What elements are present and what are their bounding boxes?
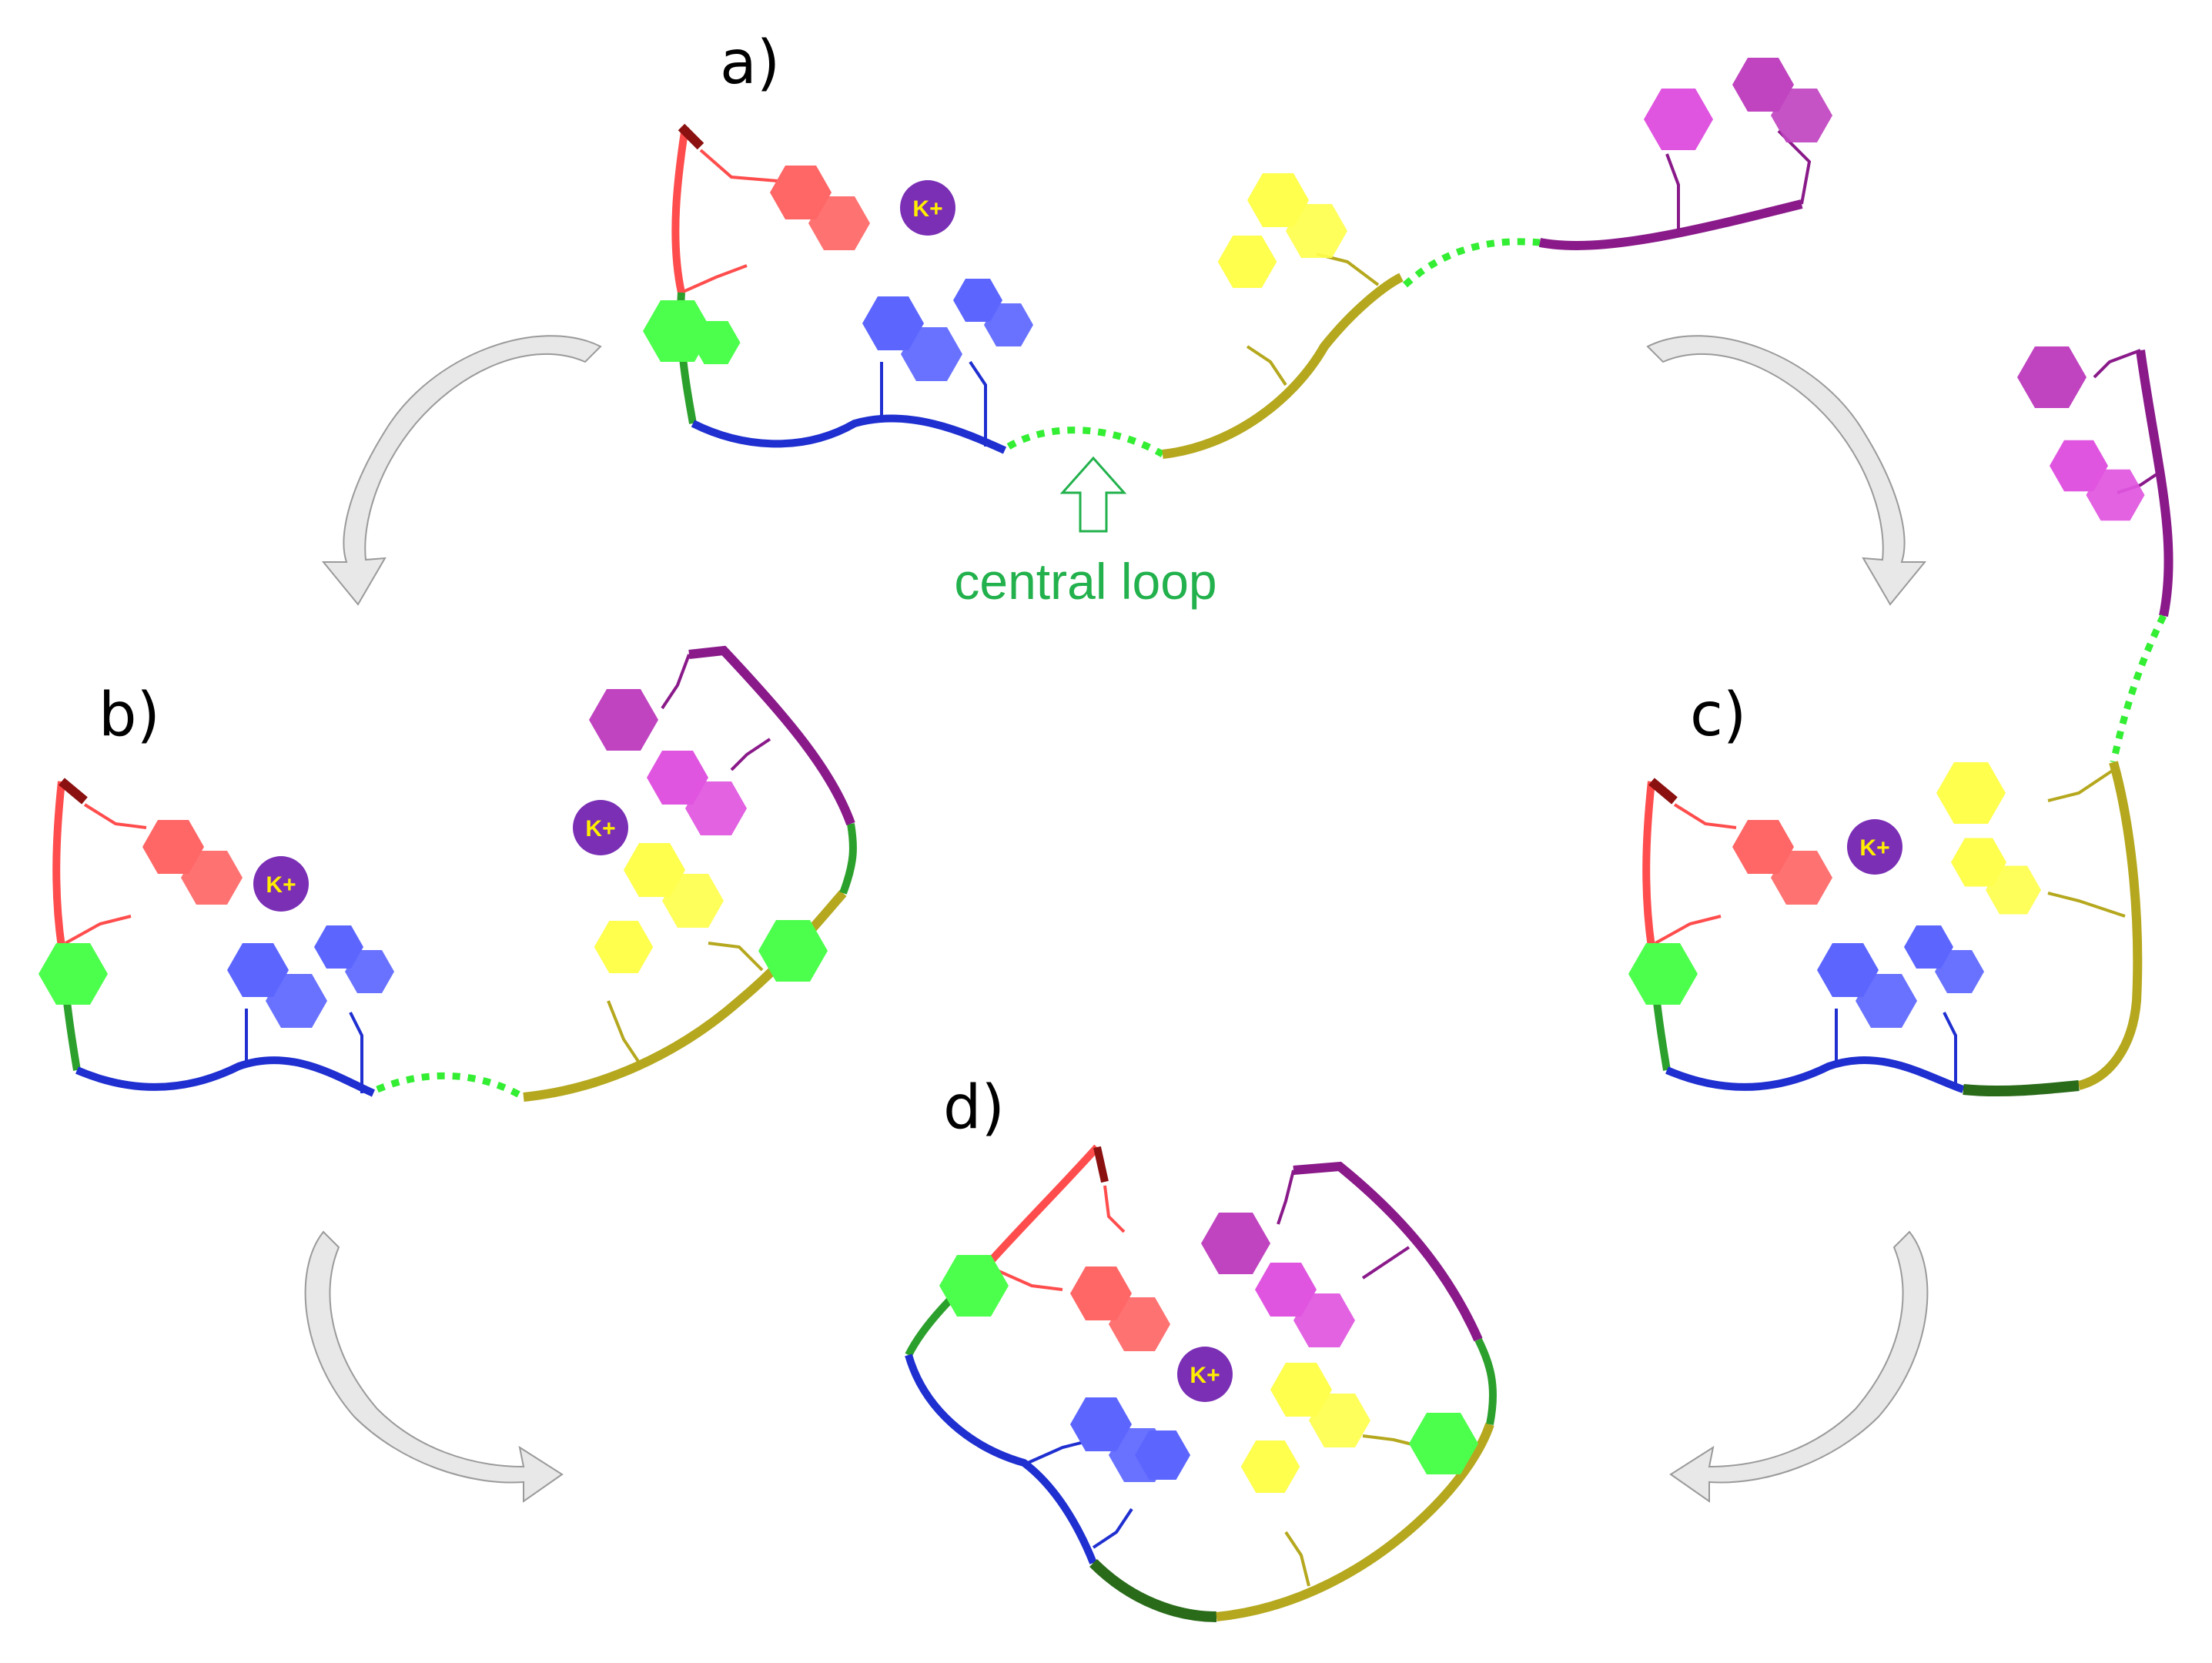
arrow-c-to-d: [1669, 1230, 1929, 1503]
panel-c-ion-label: K+: [1859, 835, 1889, 861]
panel-c-potassium-ion: K+: [1847, 819, 1902, 875]
panel-d-green-base: [939, 1255, 1009, 1317]
panel-b-label: b): [99, 681, 160, 750]
panel-b-ion-label-2: K+: [585, 816, 615, 842]
panel-c-green-base: [1628, 943, 1698, 1005]
panel-c-green-backbone-2: [1963, 1080, 2080, 1097]
panel-a-purple-backbone: [1538, 199, 1803, 250]
panel-b-red-bases: [142, 820, 243, 905]
panel-b-green-base: [38, 943, 108, 1005]
panel-c-blue-backbone: [1665, 1056, 1965, 1093]
panel-d-label: d): [943, 1073, 1005, 1143]
arrow-a-to-b: [321, 335, 602, 606]
up-arrow-icon: [1059, 456, 1127, 533]
panel-a-blue-bases: [862, 296, 962, 381]
panel-b-potassium-ion-1: K+: [253, 856, 309, 912]
panel-a-magenta-bases: [1644, 89, 1713, 150]
arrow-b-to-d: [304, 1230, 564, 1503]
panel-d-green-backbone-2: [1089, 1559, 1217, 1622]
panel-b-green-backbone-2: [839, 823, 857, 895]
panel-b-ion-label-1: K+: [266, 872, 296, 898]
panel-a-label: a): [720, 28, 780, 98]
panel-d: d) K+: [905, 1073, 1498, 1622]
panel-a-central-loop: [1006, 427, 1165, 457]
panel-d-yellow-backbone: [1216, 1423, 1494, 1621]
panel-c-purple-backbone: [2136, 350, 2174, 617]
panel-b-yellow-bases: [624, 843, 724, 928]
panel-c-blue-bases: [1817, 943, 1917, 1028]
central-loop-annotation: central loop: [954, 456, 1217, 610]
panel-c-yellow-backbone: [2077, 761, 2143, 1090]
panel-a-red-backbone: [671, 126, 689, 294]
arrow-a-to-c: [1646, 335, 1927, 606]
panel-d-green-backbone-3: [1474, 1337, 1498, 1425]
panel-c-yellow-bases: [1936, 762, 2006, 824]
panel-b-potassium-ion-2: K+: [573, 800, 628, 855]
panel-c-magenta-bases: [2017, 346, 2087, 408]
panel-c-red-backbone: [1642, 781, 1655, 948]
panel-b-magenta-bases: [589, 689, 658, 751]
panel-a-ion-label: K+: [912, 196, 942, 222]
panel-d-red-bases: [1070, 1266, 1170, 1351]
panel-d-ion-label: K+: [1190, 1363, 1220, 1388]
panel-c-purple-link: [2110, 614, 2167, 763]
panel-a-purple-link: [1402, 238, 1541, 288]
panel-b-central-loop: [376, 1072, 526, 1100]
panel-d-blue-backbone: [905, 1353, 1097, 1564]
panel-a-yellow-backbone: [1162, 273, 1404, 459]
panel-a-blue-backbone: [691, 414, 1007, 454]
panel-b-purple-backbone: [688, 645, 855, 826]
panel-d-magenta-bases: [1201, 1213, 1270, 1274]
panel-c: c) K+: [1628, 346, 2174, 1097]
panel-b-blue-backbone: [75, 1056, 376, 1097]
panel-d-potassium-ion: K+: [1177, 1347, 1233, 1402]
panel-d-yellow-bases: [1270, 1363, 1370, 1447]
panel-c-label: c): [1690, 681, 1746, 750]
panel-a-potassium-ion: K+: [900, 180, 955, 236]
central-loop-label: central loop: [954, 553, 1216, 610]
panel-b-blue-bases: [227, 943, 327, 1028]
panel-a: a) K+: [643, 28, 1832, 610]
panel-a-red-bases: [770, 166, 870, 250]
panel-b: b) K+ K+: [38, 645, 857, 1102]
panel-d-purple-backbone: [1293, 1161, 1483, 1342]
panel-c-red-bases: [1732, 820, 1832, 905]
panel-d-red-backbone: [986, 1144, 1100, 1266]
panel-b-red-backbone: [52, 781, 65, 948]
